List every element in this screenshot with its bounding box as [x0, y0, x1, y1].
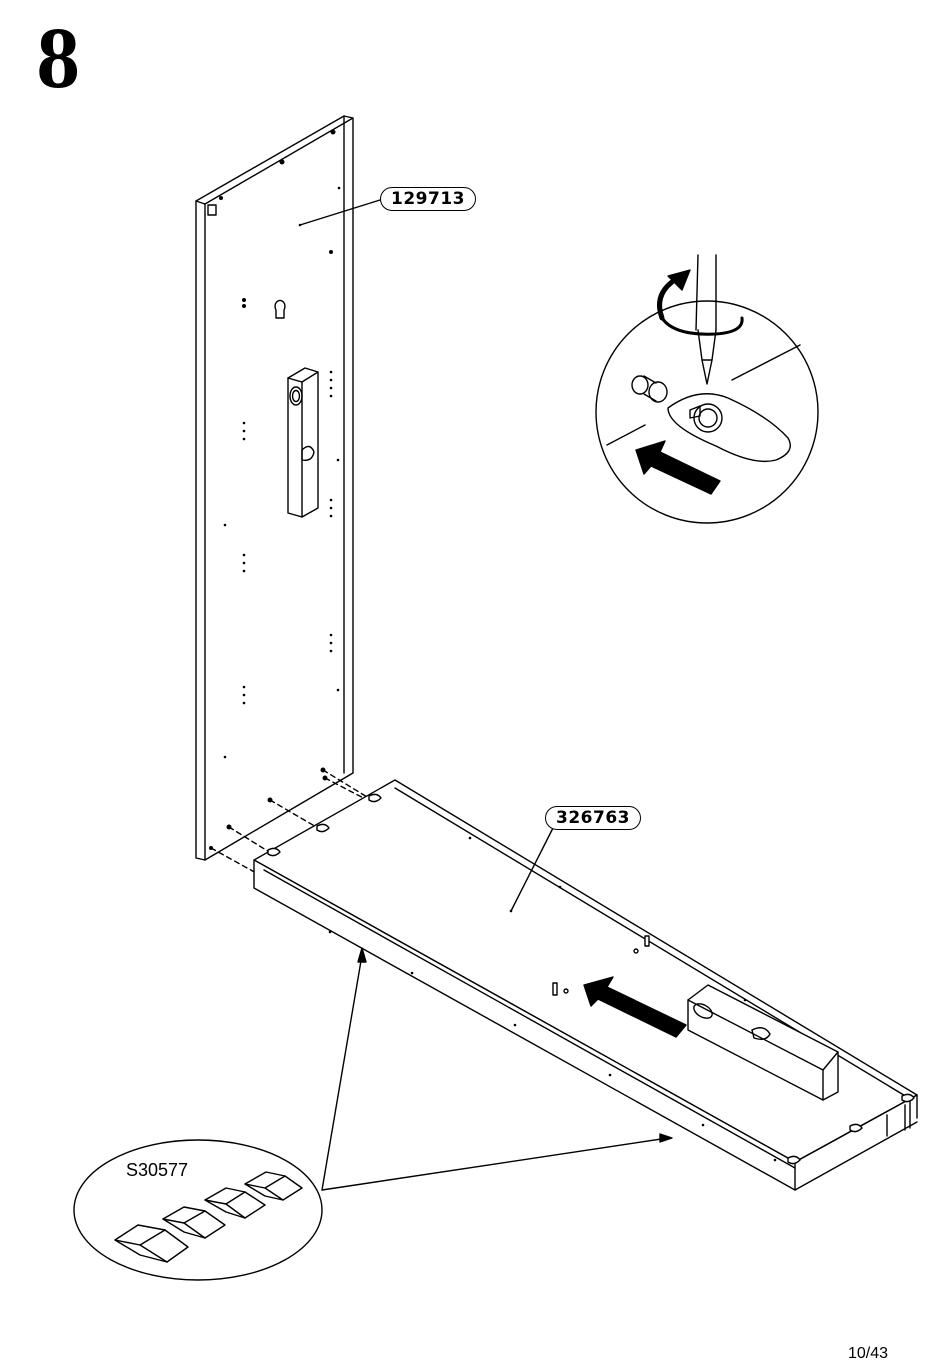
hardware-label: S30577 [126, 1160, 188, 1181]
side-panel [196, 116, 353, 860]
step-number: 8 [36, 22, 81, 100]
spirit-level-icon [288, 368, 318, 517]
detail-circle-cam-lock [596, 255, 818, 523]
part-label-side-panel: 129713 [380, 187, 476, 211]
part-label-bottom-panel: 326763 [545, 806, 641, 830]
page-number: 10/43 [848, 1345, 888, 1363]
